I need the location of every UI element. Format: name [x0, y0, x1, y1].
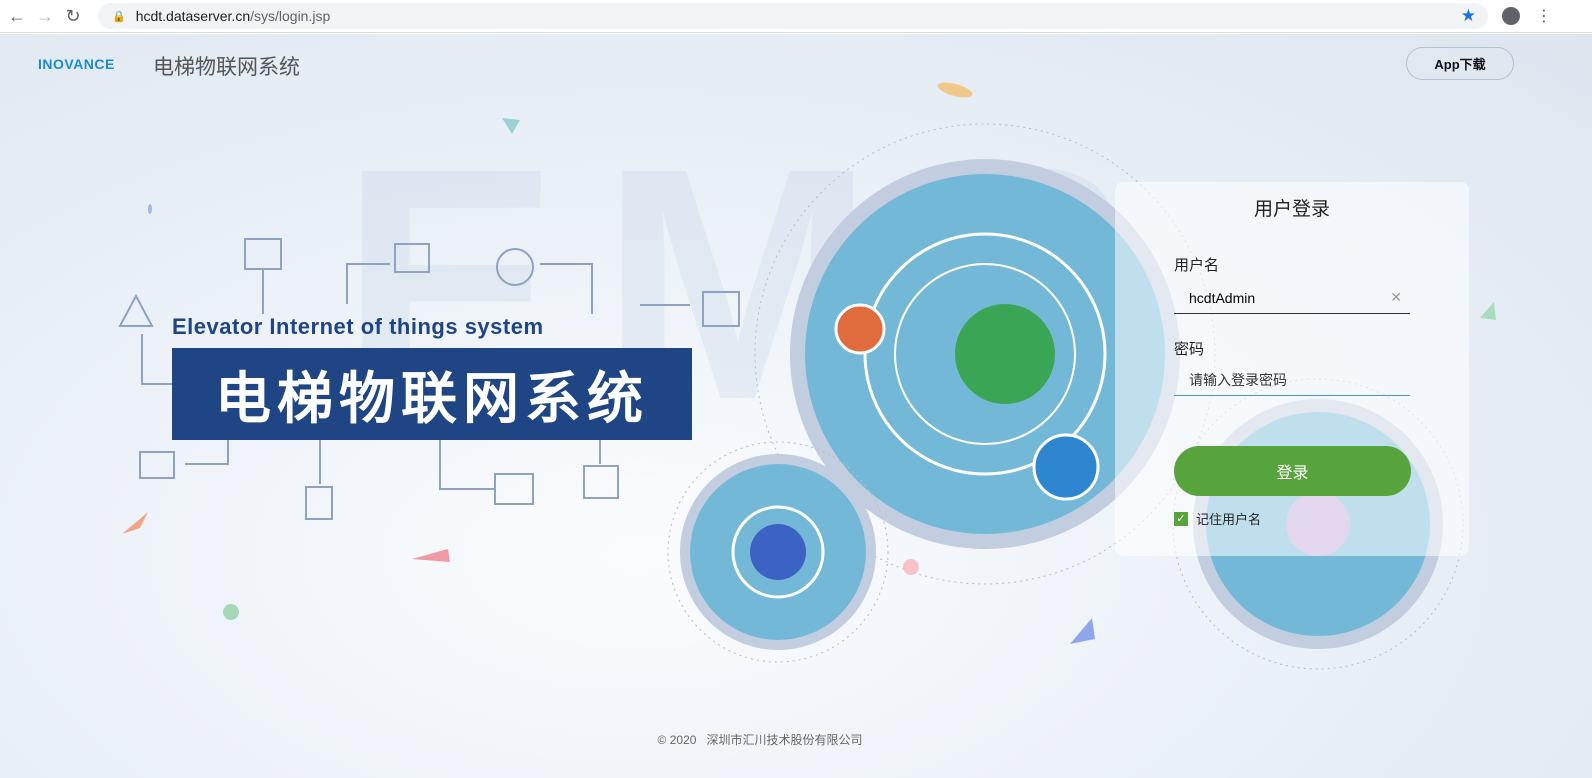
small-circle-left: [667, 441, 889, 663]
app-download-button[interactable]: App下载: [1406, 47, 1514, 80]
browser-toolbar: ← → ↻ 🔒 hcdt.dataserver.cn/sys/login.jsp…: [0, 0, 1592, 33]
user-heart-icon: [394, 243, 430, 273]
login-panel: 用户登录 用户名 hcdtAdmin ✕ 密码 请输入登录密码 登录 ✓ 记住用…: [1115, 182, 1469, 556]
clear-icon[interactable]: ✕: [1390, 289, 1402, 305]
remember-label: 记住用户名: [1196, 512, 1262, 527]
camera-icon: [496, 248, 534, 286]
username-value: hcdtAdmin: [1189, 289, 1256, 306]
account-icon[interactable]: [1502, 7, 1520, 25]
flowchart-icon: [1032, 433, 1100, 501]
keypad-icon: [702, 291, 740, 327]
system-title: 电梯物联网系统: [153, 56, 300, 79]
login-button[interactable]: 登录: [1174, 446, 1411, 496]
qr-icon: [750, 524, 806, 580]
password-placeholder: 请输入登录密码: [1189, 371, 1287, 388]
power-icon: [305, 486, 333, 520]
username-label: 用户名: [1174, 257, 1220, 274]
url-path: /sys/login.jsp: [250, 8, 331, 24]
username-input[interactable]: hcdtAdmin ✕: [1174, 282, 1410, 314]
confetti: [122, 82, 1496, 644]
company-name: 深圳市汇川技术股份有限公司: [706, 733, 863, 747]
banner-english-title: Elevator Internet of things system: [172, 314, 544, 339]
inovance-logo: INOVANCE: [38, 56, 115, 72]
bookmark-star-icon[interactable]: ★: [1460, 6, 1476, 25]
remember-username[interactable]: ✓ 记住用户名: [1174, 509, 1261, 528]
elevator-person-icon: [244, 238, 282, 270]
elevator-up-icon: [834, 303, 886, 355]
banner-chinese-title: 电梯物联网系统: [172, 348, 692, 440]
elevator-group-icon: [494, 473, 534, 505]
address-bar[interactable]: 🔒 hcdt.dataserver.cn/sys/login.jsp ★: [98, 3, 1488, 29]
copyright: © 2020: [657, 733, 697, 747]
back-icon[interactable]: ←: [8, 5, 26, 26]
login-page: EMS INOVANCE 电梯物联网系统: [0, 34, 1592, 778]
lock-icon: 🔒: [112, 10, 126, 23]
footer: © 2020 深圳市汇川技术股份有限公司: [0, 731, 1520, 748]
reload-icon[interactable]: ↻: [65, 5, 81, 26]
gate-icon: [139, 451, 175, 479]
password-input[interactable]: 请输入登录密码: [1174, 364, 1410, 396]
warning-icon: [118, 293, 154, 327]
url-host: hcdt.dataserver.cn: [135, 8, 251, 24]
diagram-icons: [118, 238, 740, 520]
sos-icon: [583, 465, 619, 499]
forward-icon[interactable]: →: [36, 5, 54, 26]
password-label: 密码: [1174, 341, 1205, 358]
cloud-icon-circle: [955, 304, 1055, 404]
main-circle: [754, 123, 1216, 585]
checkbox-checked-icon[interactable]: ✓: [1174, 511, 1188, 526]
login-title: 用户登录: [1253, 199, 1330, 220]
menu-icon[interactable]: ⋮: [1536, 8, 1552, 25]
